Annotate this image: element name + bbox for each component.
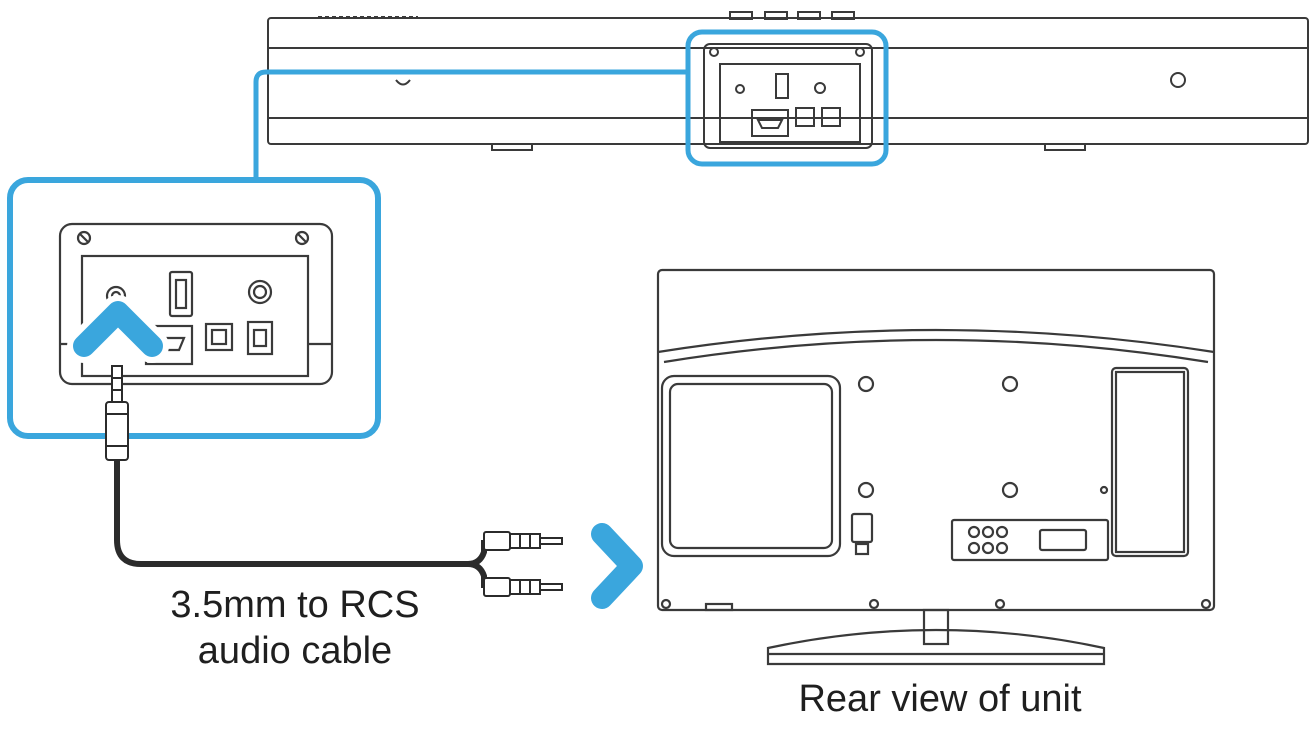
rear-view-caption: Rear view of unit bbox=[798, 678, 1082, 720]
optical-port-icon bbox=[795, 107, 815, 127]
usb-port-icon bbox=[168, 270, 194, 318]
usb-port-icon bbox=[775, 73, 789, 99]
highlight-connector bbox=[253, 29, 889, 182]
tv-rear bbox=[656, 268, 1216, 666]
soundbar-port-panel bbox=[703, 43, 873, 149]
hdmi-port-icon bbox=[756, 119, 784, 129]
audio-cable bbox=[105, 365, 563, 597]
zoom-frame bbox=[7, 177, 381, 439]
soundbar bbox=[267, 11, 1309, 151]
chevron-right-icon bbox=[591, 523, 643, 609]
cable-caption-line1: 3.5mm to RCS bbox=[170, 584, 420, 626]
zoomed-port-panel bbox=[58, 222, 334, 386]
cable-caption: 3.5mm to RCS audio cable bbox=[110, 582, 480, 674]
optical-port-icon bbox=[204, 322, 234, 352]
chevron-up-icon bbox=[73, 301, 163, 357]
cable-caption-line2: audio cable bbox=[197, 630, 393, 672]
